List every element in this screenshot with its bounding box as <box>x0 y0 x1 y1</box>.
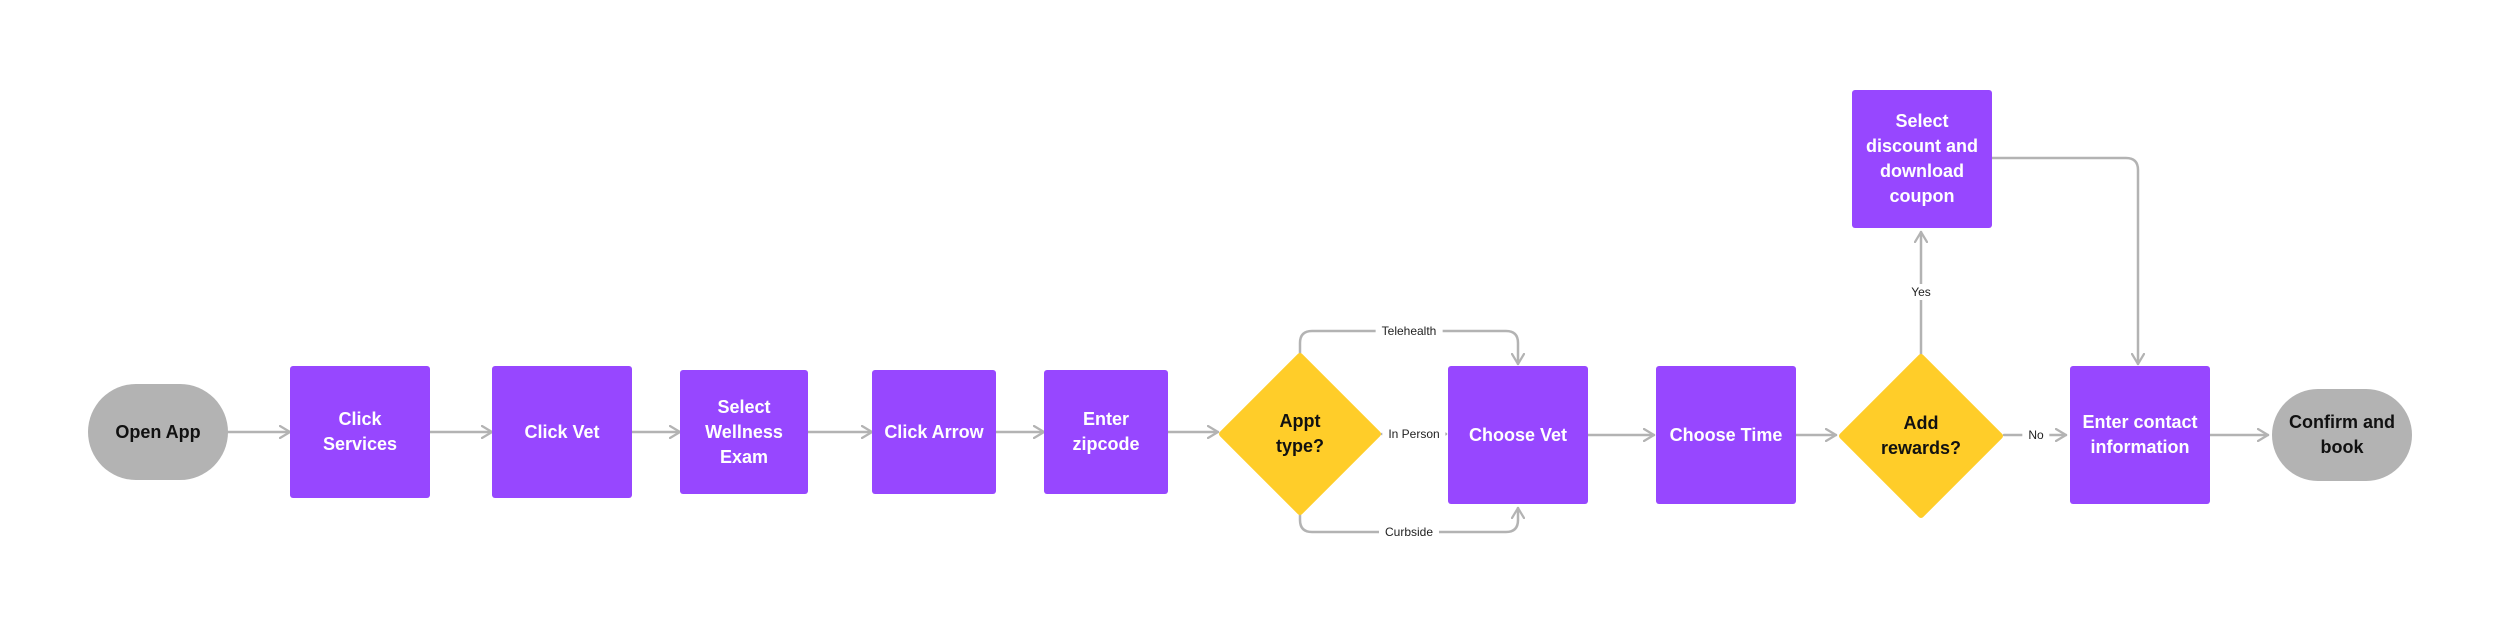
node-select-wellness-exam: Select Wellness Exam <box>680 370 808 494</box>
edge-label-telehealth: Telehealth <box>1375 323 1443 339</box>
node-label: Choose Vet <box>1468 424 1568 445</box>
node-label: Add rewards? <box>1881 413 1962 458</box>
node-appt-type: Appt type? <box>1218 352 1382 516</box>
connector-coupon-to-contact <box>1990 156 2138 366</box>
node-select-discount: Select discount and download coupon <box>1852 90 1992 228</box>
node-add-rewards: Add rewards? <box>1838 353 2004 519</box>
node-click-vet: Click Vet <box>492 366 632 498</box>
node-enter-zipcode: Enter zipcode <box>1044 370 1168 494</box>
node-label: Click Services <box>322 409 398 454</box>
node-label: Enter zipcode <box>1072 409 1140 454</box>
edge-label-no: No <box>2022 427 2050 443</box>
node-click-arrow: Click Arrow <box>872 370 996 494</box>
node-label: Confirm and book <box>2289 412 2395 457</box>
node-label: Click Vet <box>524 421 600 442</box>
decision-diamond <box>1839 354 2003 518</box>
decision-diamond <box>1219 353 1381 515</box>
node-label: Choose Time <box>1669 424 1783 445</box>
node-choose-time: Choose Time <box>1656 366 1796 504</box>
node-label: Appt type? <box>1275 411 1324 456</box>
node-label: Select discount and download coupon <box>1866 111 1978 206</box>
node-label: Select Wellness Exam <box>705 396 783 467</box>
node-label: Enter contact information <box>2082 412 2198 457</box>
node-label: Click Arrow <box>884 421 984 442</box>
node-choose-vet: Choose Vet <box>1448 366 1588 504</box>
node-label: Open App <box>115 421 201 442</box>
node-open-app: Open App <box>88 384 228 480</box>
edge-label-in-person: In Person <box>1382 426 1446 442</box>
node-enter-contact: Enter contact information <box>2070 366 2210 504</box>
node-click-services: Click Services <box>290 366 430 498</box>
node-confirm-book: Confirm and book <box>2272 389 2412 481</box>
edge-label-yes: Yes <box>1905 284 1937 300</box>
edge-label-curbside: Curbside <box>1378 524 1440 540</box>
